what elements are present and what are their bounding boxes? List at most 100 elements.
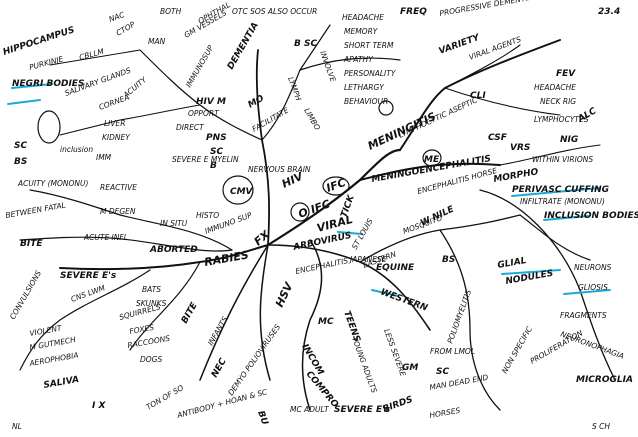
kidney-label: KIDNEY bbox=[102, 133, 131, 142]
ton-of-so-label: TON OF SO bbox=[145, 383, 186, 412]
imm-label: IMM bbox=[96, 153, 112, 162]
non-specific-label: NON SPECIFIC bbox=[500, 324, 535, 375]
footer-initials-left: NL bbox=[12, 422, 22, 431]
hippocampus-label: HIPPOCAMPUS bbox=[2, 25, 76, 58]
nec-label: NEC bbox=[210, 357, 229, 380]
o-ifc-label: O IFC bbox=[297, 197, 332, 220]
otc-sos-label: OTC SOS ALSO OCCUR bbox=[232, 7, 317, 16]
from-lmol-label: FROM LMOL bbox=[430, 347, 475, 356]
sc-top-label: SC bbox=[14, 141, 27, 151]
histo-label: HISTO bbox=[196, 211, 219, 220]
highlights bbox=[7, 83, 611, 297]
purkinje-label: PURKINJE bbox=[28, 54, 64, 72]
nig-label: NIG bbox=[560, 135, 578, 145]
b-label: B bbox=[210, 161, 217, 171]
opport-label: OPPORT bbox=[188, 109, 220, 118]
infants-label: INFANTS bbox=[206, 315, 230, 347]
mo-label: MO bbox=[247, 93, 267, 110]
vrs-label: VRS bbox=[510, 143, 530, 153]
sc-br-label: SC bbox=[436, 367, 449, 377]
m-gutmech-label: M GUTMECH bbox=[29, 335, 77, 352]
aerophobia-label: AEROPHOBIA bbox=[28, 351, 79, 369]
gliosis-label: GLIOSIS bbox=[578, 283, 608, 292]
bats-label: BATS bbox=[142, 285, 161, 294]
freq-label: FREQ bbox=[400, 7, 427, 17]
cbllm-label: CBLLM bbox=[78, 47, 105, 62]
demyo-label: DEMYO POLIOVIRUSES bbox=[226, 322, 282, 397]
cornea-label: CORNEA bbox=[98, 93, 131, 112]
personality-label: PERSONALITY bbox=[344, 69, 397, 78]
neurons-label: NEURONS bbox=[574, 263, 612, 272]
w-nile-label: W NILE bbox=[419, 204, 456, 229]
circled-nodes bbox=[37, 100, 442, 222]
aborted-label: ABORTED bbox=[149, 245, 198, 255]
apathy-label: APATHY bbox=[343, 55, 374, 64]
i-x-label: I X bbox=[92, 401, 106, 411]
reactive-label: REACTIVE bbox=[100, 183, 137, 192]
involve-label: INVOLVE bbox=[318, 50, 338, 84]
pns-label: PNS bbox=[206, 133, 227, 143]
rabies-label: RABIES bbox=[203, 248, 250, 269]
memory-label: MEMORY bbox=[344, 27, 379, 36]
negri-label: NEGRI BODIES bbox=[12, 79, 84, 89]
microglia-label: MICROGLIA bbox=[576, 375, 633, 385]
fev-label: FEV bbox=[556, 69, 576, 79]
mc-adult-label: MC ADULT bbox=[290, 405, 330, 414]
neck-rig-label: NECK RIG bbox=[540, 97, 576, 106]
behaviour-label: BEHAVIOUR bbox=[344, 97, 388, 106]
young-adults-label: YOUNG ADULTS bbox=[350, 336, 379, 395]
glial-label: GLIAL bbox=[497, 256, 528, 271]
within-virions-label: WITHIN VIRIONS bbox=[532, 155, 593, 164]
dementia-label: DEMENTIA bbox=[226, 21, 261, 72]
antibodies-label: ANTIBODY + HOAN & SC bbox=[175, 387, 269, 420]
lymphocytes-label: LYMPHOCYTES bbox=[534, 115, 589, 124]
morpho-label: MORPHO bbox=[493, 167, 540, 185]
in-situ-label: IN SITU bbox=[160, 219, 188, 228]
headache-label: HEADACHE bbox=[342, 13, 384, 22]
skunks-label: SKUNKS bbox=[136, 299, 167, 308]
western-label: WESTERN bbox=[379, 287, 429, 313]
bite-label: BITE bbox=[180, 300, 200, 325]
inclusion-bodies-label: INCLUSION BODIES bbox=[544, 211, 638, 221]
perivasc-label: PERIVASC CUFFING bbox=[512, 185, 609, 195]
bs-label: BS bbox=[442, 255, 455, 265]
mc-label: MC bbox=[318, 317, 334, 327]
ifc-label: IFC bbox=[325, 176, 348, 195]
saliva-label: SALIVA bbox=[43, 375, 80, 391]
short-term-label: SHORT TERM bbox=[344, 41, 394, 50]
ctop-label: CTOP bbox=[115, 20, 137, 38]
main-branches bbox=[19, 24, 616, 411]
lymph-aseptic-label: LYMPHOCYTIC ASEPTIC bbox=[397, 95, 479, 140]
hsv-label: HSV bbox=[273, 279, 296, 309]
top-right-cluster: FREQ PROGRESSIVE DEMENTIA VARIETY VIRAL … bbox=[366, 0, 638, 221]
severe-e-label: SEVERE E MYELIN bbox=[172, 155, 239, 164]
lethargy-label: LETHARGY bbox=[344, 83, 385, 92]
raccoons-label: RACCOONS bbox=[127, 334, 171, 350]
tick-label: TICK bbox=[339, 193, 357, 219]
sc-label: SC bbox=[210, 147, 223, 157]
fragments-label: FRAGMENTS bbox=[560, 311, 607, 320]
cli-label: CLI bbox=[470, 91, 486, 101]
immunosup-label: IMMUNOSUP bbox=[184, 43, 215, 89]
top-mid-cluster: GM VESSELS OPHTHAL OTC SOS ALSO OCCUR DE… bbox=[172, 0, 397, 236]
bottom-mid-cluster: TEENS YOUNG ADULTS INCOM COMPRO MC ADULT… bbox=[255, 256, 391, 427]
b-sc-top-label: B SC bbox=[294, 39, 317, 49]
dogs-label: DOGS bbox=[140, 355, 162, 364]
severe-es-bm-label: SEVERE E's bbox=[334, 405, 391, 415]
bs-top-label: BS bbox=[14, 157, 27, 167]
gm-label: GM bbox=[402, 363, 418, 373]
inclusion-label: inclusion bbox=[60, 145, 93, 154]
severe-es-label: SEVERE E's bbox=[60, 271, 117, 281]
cmv-label: CMV bbox=[230, 187, 254, 197]
between-fatal-label: BETWEEN FATAL bbox=[5, 201, 67, 220]
headache-r-label: HEADACHE bbox=[534, 83, 576, 92]
foxes-label: FOXES bbox=[129, 323, 155, 336]
limbo-label: LIMBO bbox=[302, 107, 322, 132]
liver-label: LIVER bbox=[104, 119, 125, 128]
m-degen-label: M DEGEN bbox=[100, 207, 136, 216]
equine-label: EQUINE bbox=[376, 263, 415, 273]
nervous-brain-label: NERVOUS BRAIN bbox=[248, 165, 311, 174]
page-number: 23.4 bbox=[598, 7, 620, 17]
direct-label: DIRECT bbox=[176, 123, 205, 132]
me-label: ME bbox=[424, 155, 440, 165]
